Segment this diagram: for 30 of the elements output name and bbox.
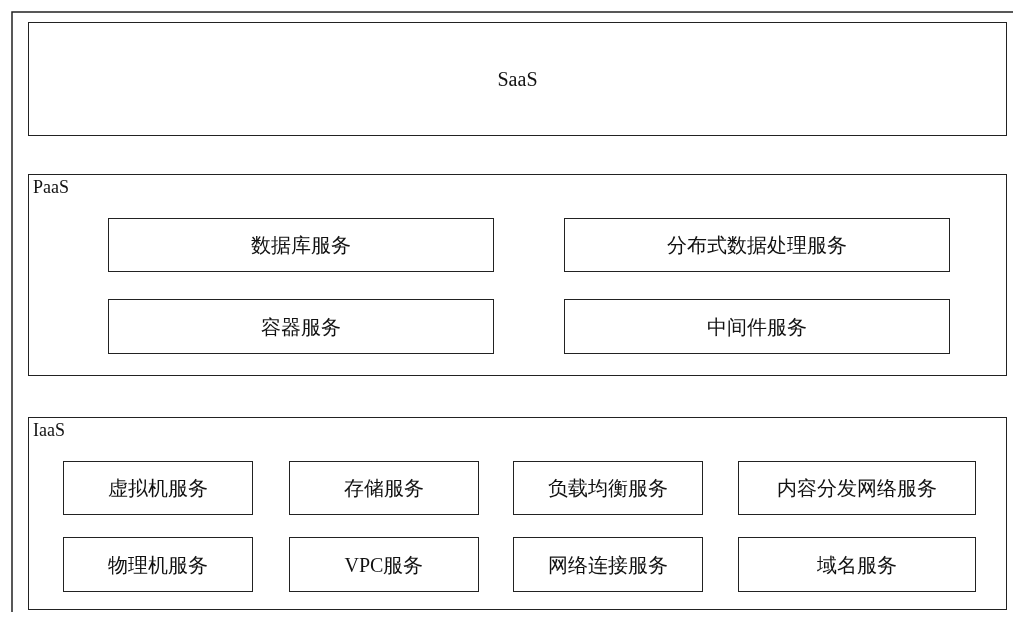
service-label: SaaS bbox=[496, 67, 539, 91]
service-label: 存储服务 bbox=[343, 475, 425, 501]
service-box bbox=[564, 299, 950, 354]
service-box bbox=[564, 218, 950, 272]
service-box bbox=[63, 537, 253, 592]
service-label: 内容分发网络服务 bbox=[776, 475, 938, 501]
layer-panel bbox=[28, 417, 1007, 610]
service-box bbox=[738, 537, 976, 592]
service-box bbox=[108, 299, 494, 354]
service-label: VPC服务 bbox=[343, 552, 425, 577]
service-box bbox=[108, 218, 494, 272]
service-box bbox=[513, 461, 703, 515]
service-box bbox=[28, 22, 1007, 136]
service-label: 虚拟机服务 bbox=[107, 475, 209, 501]
service-box bbox=[63, 461, 253, 515]
layer-title: PaaS bbox=[33, 177, 69, 198]
service-box bbox=[513, 537, 703, 592]
service-label: 网络连接服务 bbox=[547, 552, 669, 577]
service-box bbox=[738, 461, 976, 515]
service-label: 数据库服务 bbox=[250, 232, 352, 258]
layer-title: IaaS bbox=[33, 420, 65, 441]
service-label: 分布式数据处理服务 bbox=[666, 232, 848, 258]
service-label: 负载均衡服务 bbox=[547, 475, 669, 501]
service-label: 容器服务 bbox=[260, 314, 342, 339]
service-label: 域名服务 bbox=[816, 552, 898, 577]
layer-panel bbox=[28, 174, 1007, 376]
service-label: 物理机服务 bbox=[107, 552, 209, 577]
service-box bbox=[289, 461, 479, 515]
service-box bbox=[289, 537, 479, 592]
service-label: 中间件服务 bbox=[706, 314, 808, 339]
